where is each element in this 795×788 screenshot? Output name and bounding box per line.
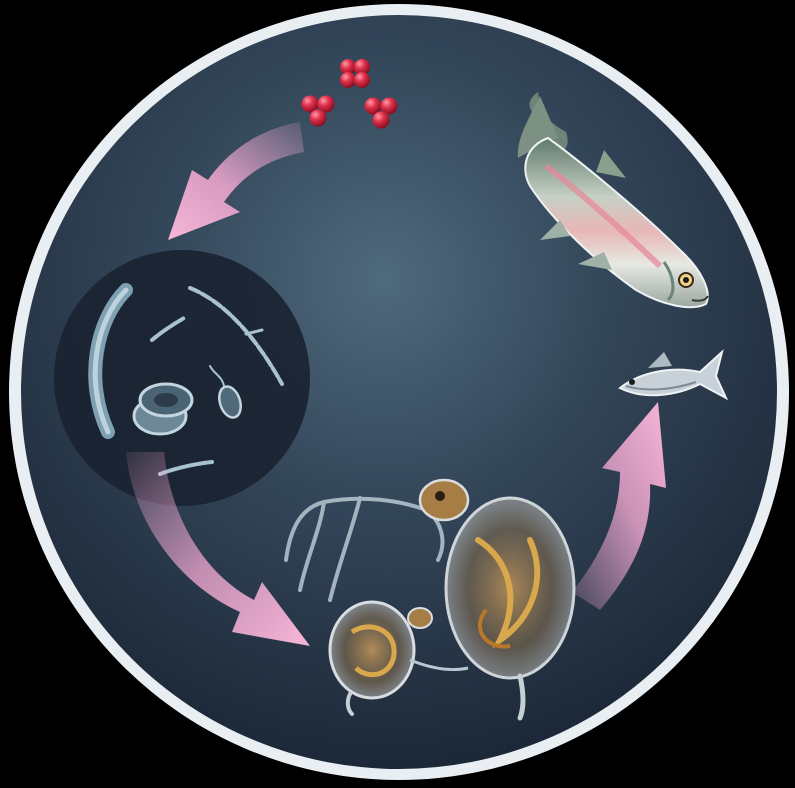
food-chain-diagram: [0, 0, 795, 788]
diagram-canvas: [0, 0, 795, 788]
